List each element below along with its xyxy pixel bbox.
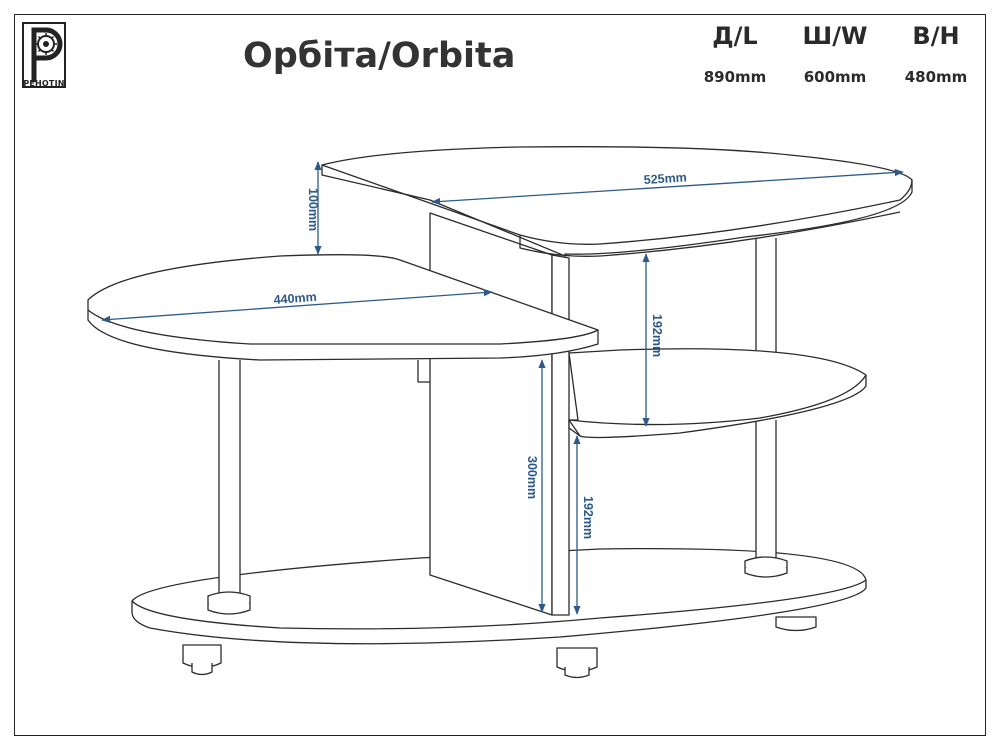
- vertical-panel-edge: [551, 254, 570, 616]
- drawing-frame: [14, 14, 986, 736]
- vertical-panel: [429, 212, 553, 616]
- base-foot-center: [556, 647, 598, 679]
- label-left-shelf: 440mm: [273, 290, 317, 307]
- height-value: 480mm: [904, 68, 968, 86]
- brand-logo-text: PEHOTIN: [23, 79, 65, 88]
- label-lower-gap: 192mm: [581, 496, 595, 539]
- column-right-upper: [755, 238, 777, 363]
- top-shelf: [321, 146, 913, 257]
- label-panel-height: 300mm: [525, 456, 539, 499]
- base-foot-left: [182, 644, 222, 676]
- label-top-offset: 100mm: [306, 188, 320, 231]
- height-label: В/H: [912, 22, 960, 50]
- dim-line-left-shelf: [101, 288, 493, 324]
- brand-logo-icon: [22, 22, 66, 88]
- width-label: Ш/W: [802, 22, 868, 50]
- width-value: 600mm: [803, 68, 867, 86]
- label-top-shelf: 525mm: [643, 170, 687, 187]
- column-left: [218, 360, 241, 598]
- length-value: 890mm: [703, 68, 767, 86]
- page-title: Орбіта/Orbita: [243, 36, 516, 76]
- label-middle-gap: 192mm: [650, 314, 664, 357]
- length-label: Д/L: [712, 22, 758, 50]
- dim-line-top-shelf: [431, 168, 904, 206]
- column-right-lower: [755, 420, 777, 561]
- base-foot-right: [775, 616, 817, 632]
